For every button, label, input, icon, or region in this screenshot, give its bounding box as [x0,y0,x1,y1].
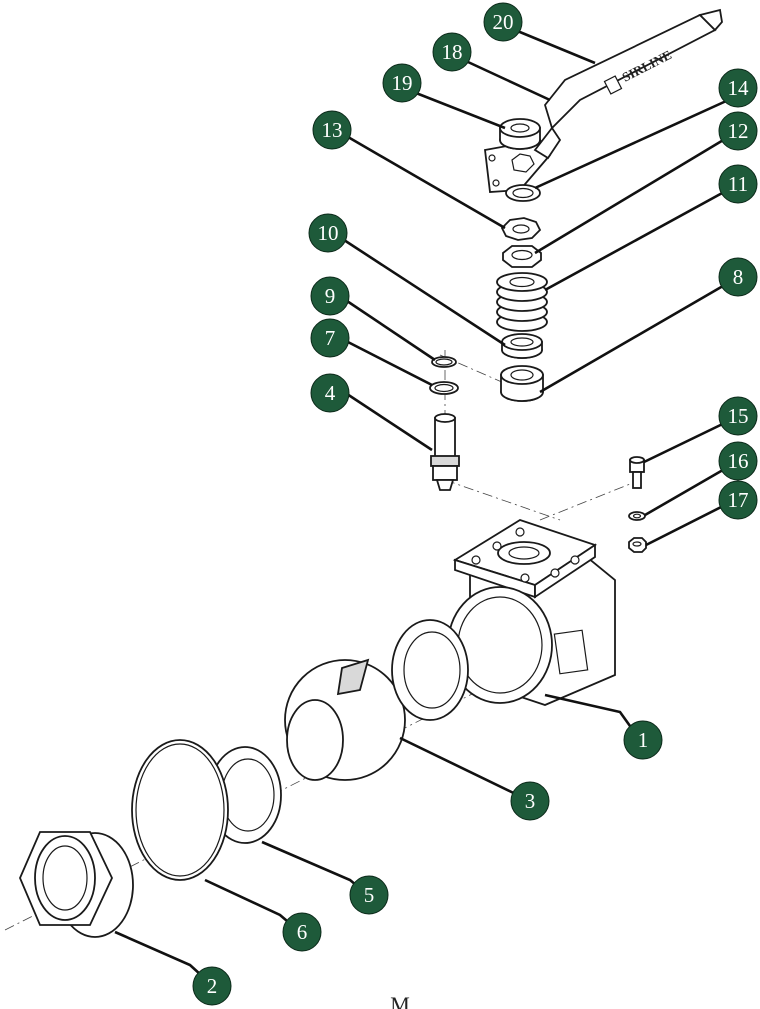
callout-10: 10 [308,213,348,253]
leader-lines [114,28,736,986]
leader-13 [347,135,506,230]
leader-12 [534,131,736,255]
svg-text:5: 5 [364,883,375,907]
leader-19 [415,91,506,130]
svg-text:11: 11 [728,172,748,196]
leader-11 [544,184,736,292]
callout-17: 17 [718,480,758,520]
leader-15 [643,416,736,464]
gland-10-part [501,333,543,359]
leader-20 [514,28,596,65]
bottom-caption: M [390,992,410,1009]
callout-13: 13 [312,110,352,150]
handle-nut-part [499,118,541,150]
leader-8 [539,277,736,394]
callout-7: 7 [310,318,350,358]
callout-12: 12 [718,111,758,151]
leader-7 [343,338,433,387]
svg-text:9: 9 [325,284,336,308]
svg-text:15: 15 [728,404,749,428]
nut-17-part [628,537,647,553]
spring-washers-11-part [496,272,548,332]
o-ring-7-part [429,381,459,395]
svg-text:19: 19 [392,71,413,95]
nut-12-part [502,245,542,268]
gasket-6-part [131,739,229,881]
callout-1: 1 [623,720,663,760]
callout-19: 19 [382,63,422,103]
callout-9: 9 [310,276,350,316]
callout-2: 2 [192,966,232,1006]
ball-3-part [284,658,406,781]
svg-text:7: 7 [325,326,336,350]
svg-text:1: 1 [638,728,649,752]
callout-20: 20 [483,2,523,42]
callout-6: 6 [282,912,322,952]
washer-14-part [505,184,541,202]
leader-4 [343,390,433,452]
bolt-15-part [629,456,645,489]
callout-8: 8 [718,257,758,297]
svg-text:8: 8 [733,265,744,289]
leader-14 [534,95,736,190]
callout-5: 5 [349,875,389,915]
svg-text:4: 4 [325,381,336,405]
callout-16: 16 [718,441,758,481]
end-connector-2-part [19,831,134,938]
callout-3: 3 [510,781,550,821]
washer-16-part [628,511,646,521]
callout-4: 4 [310,373,350,413]
callout-14: 14 [718,68,758,108]
lock-washer-13-part [500,217,542,241]
svg-text:2: 2 [207,974,218,998]
seat-ring-part [391,619,469,721]
handle-part: SIRLINE [484,8,723,193]
svg-text:16: 16 [728,449,749,473]
callout-15: 15 [718,396,758,436]
svg-text:18: 18 [442,40,463,64]
packing-8-part [500,365,544,402]
callout-18: 18 [432,32,472,72]
callouts: 20 18 19 14 13 12 11 10 [192,2,758,1006]
o-ring-9-part [431,356,457,368]
leader-9 [343,297,436,362]
svg-text:12: 12 [728,119,749,143]
leader-3 [399,736,529,802]
svg-text:20: 20 [493,10,514,34]
leader-10 [343,238,506,347]
callout-11: 11 [718,164,758,204]
svg-text:13: 13 [322,118,343,142]
svg-text:14: 14 [728,76,750,100]
stem-4-part [430,413,460,491]
valve-body-1-part [447,519,616,706]
leader-18 [467,60,551,102]
svg-text:17: 17 [728,488,749,512]
svg-text:6: 6 [297,920,308,944]
svg-text:3: 3 [525,789,536,813]
leader-16 [644,461,736,517]
svg-text:10: 10 [318,221,339,245]
